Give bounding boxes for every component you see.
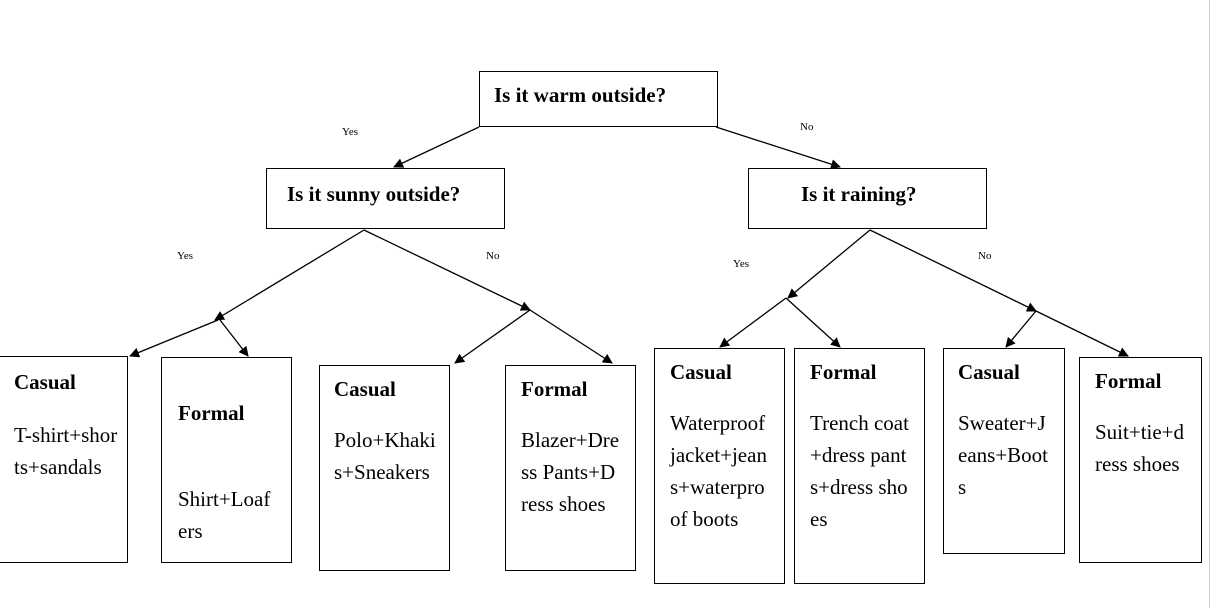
leaf-casual-dry: Casual Sweater+Jeans+Boots xyxy=(943,348,1065,554)
edge-leaf-1 xyxy=(129,319,219,358)
edge-label-root-yes: Yes xyxy=(342,126,359,138)
leaf-body: Sweater+Jeans+Boots xyxy=(958,411,1048,499)
leaf-body: Shirt+Loafers xyxy=(178,487,271,543)
edge-leaf-4 xyxy=(529,309,613,364)
edge-leaf-5 xyxy=(719,297,787,348)
edge-leaf-8 xyxy=(1035,310,1129,357)
edge-leaf-7 xyxy=(1005,310,1037,348)
question-raining: Is it raining? xyxy=(748,168,987,229)
leaf-body: T-shirt+shorts+sandals xyxy=(14,423,118,479)
edge-label-raining-no: No xyxy=(978,250,992,262)
leaf-title: Formal xyxy=(1095,369,1162,393)
edge-sunny-no xyxy=(363,229,531,311)
edge-label-raining-yes: Yes xyxy=(733,258,750,270)
leaf-title: Casual xyxy=(334,377,396,401)
question-root: Is it warm outside? xyxy=(479,71,718,127)
leaf-title: Formal xyxy=(178,401,245,425)
leaf-formal-cloudy: Formal Blazer+Dress Pants+Dress shoes xyxy=(505,365,636,571)
leaf-body: Suit+tie+dress shoes xyxy=(1095,420,1185,476)
edge-label-sunny-no: No xyxy=(486,250,500,262)
question-sunny-text: Is it sunny outside? xyxy=(287,182,461,206)
leaf-casual-sunny: Casual T-shirt+shorts+sandals xyxy=(0,356,128,563)
edge-leaf-6 xyxy=(785,297,841,348)
question-sunny: Is it sunny outside? xyxy=(266,168,505,229)
leaf-formal-rain: Formal Trench coat+dress pants+dress sho… xyxy=(794,348,925,584)
leaf-title: Casual xyxy=(670,360,732,384)
leaf-casual-cloudy: Casual Polo+Khakis+Sneakers xyxy=(319,365,450,571)
leaf-body: Waterproof jacket+jeans+waterproof boots xyxy=(670,411,767,531)
leaf-formal-dry: Formal Suit+tie+dress shoes xyxy=(1079,357,1202,563)
leaf-body: Blazer+Dress Pants+Dress shoes xyxy=(521,428,620,516)
edge-label-root-no: No xyxy=(800,121,814,133)
leaf-body: Trench coat+dress pants+dress shoes xyxy=(810,411,909,531)
page-edge xyxy=(1209,0,1210,608)
leaf-body: Polo+Khakis+Sneakers xyxy=(334,428,436,484)
leaf-title: Casual xyxy=(14,370,76,394)
edge-root-no xyxy=(715,126,841,169)
question-root-text: Is it warm outside? xyxy=(494,83,667,107)
leaf-formal-sunny: Formal Shirt+Loafers xyxy=(161,357,292,563)
edge-leaf-3 xyxy=(454,309,531,364)
leaf-casual-rain: Casual Waterproof jacket+jeans+waterproo… xyxy=(654,348,785,584)
question-raining-text: Is it raining? xyxy=(801,182,917,206)
leaf-title: Formal xyxy=(521,377,588,401)
edge-root-yes xyxy=(393,126,480,168)
edge-raining-yes xyxy=(787,229,871,299)
edge-raining-no xyxy=(869,229,1037,312)
edge-leaf-2 xyxy=(219,319,249,357)
leaf-title: Casual xyxy=(958,360,1020,384)
edge-label-sunny-yes: Yes xyxy=(177,250,194,262)
leaf-title: Formal xyxy=(810,360,877,384)
edge-sunny-yes xyxy=(214,229,365,321)
